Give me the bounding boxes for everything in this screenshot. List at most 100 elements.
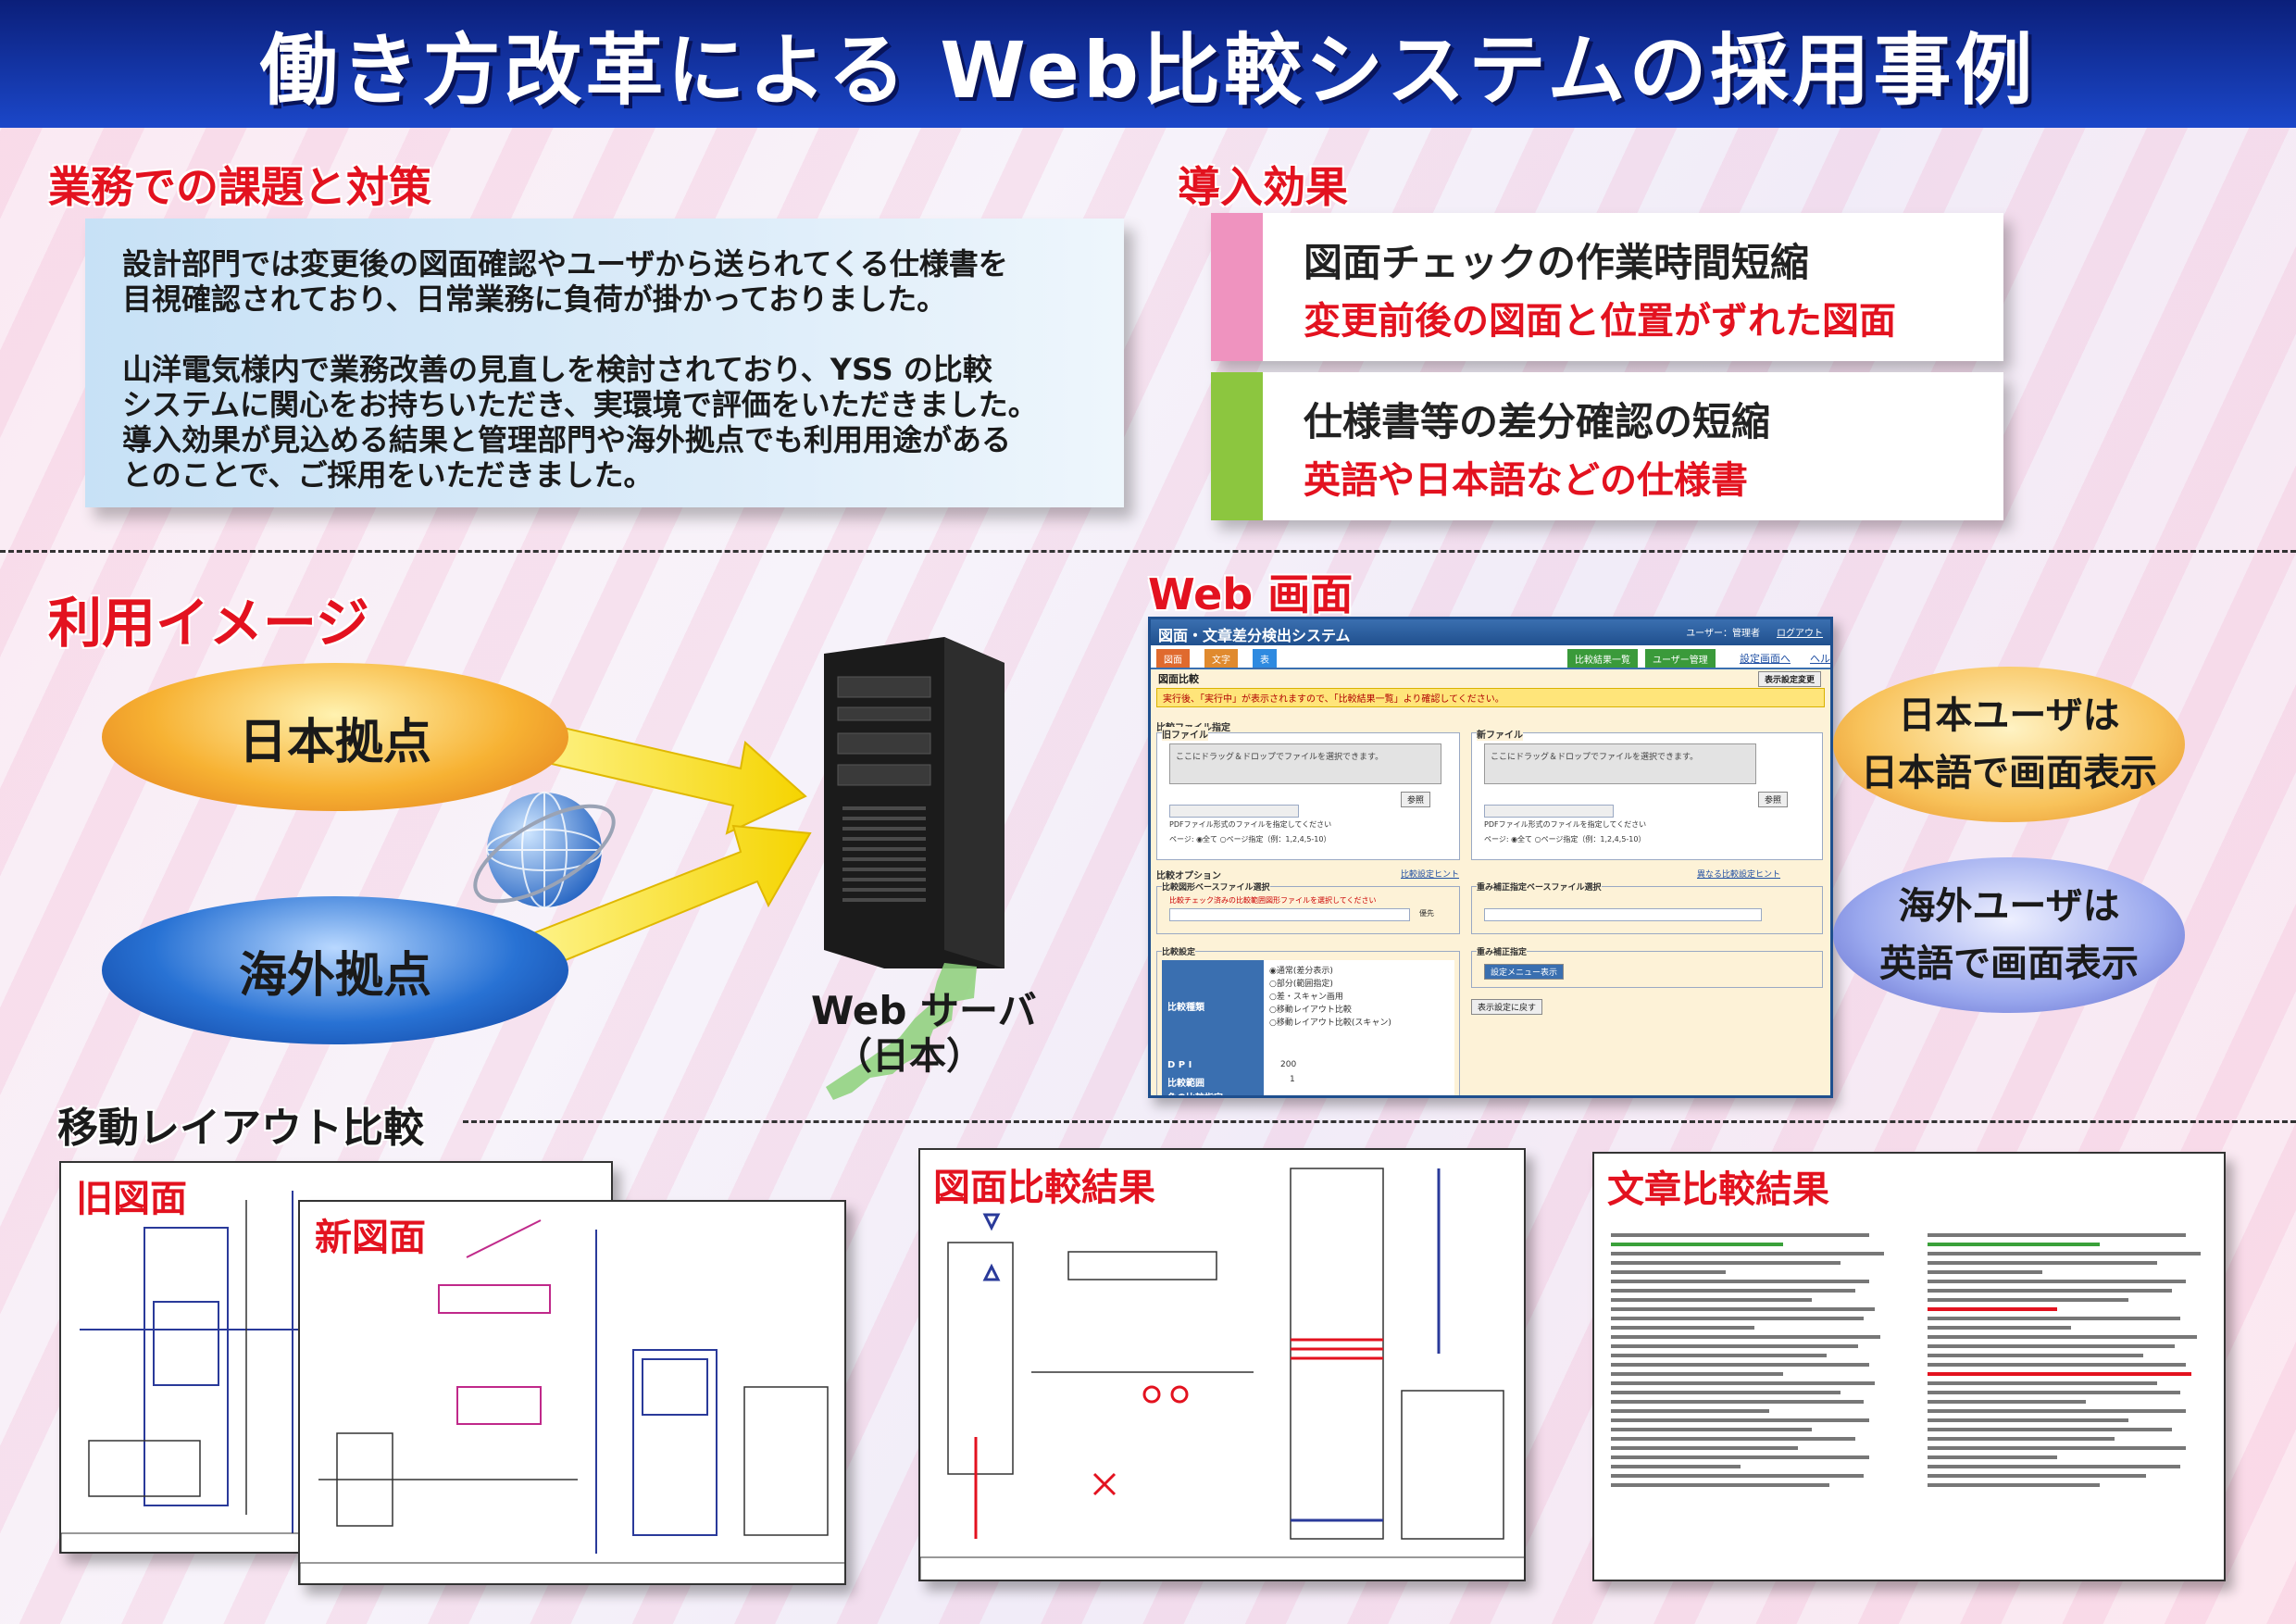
- priority-checkbox[interactable]: 優先: [1419, 909, 1434, 918]
- compare-option-label: 比較オプション: [1156, 871, 1221, 881]
- en-user-line: 英語で画面表示: [1879, 943, 2139, 985]
- web-warning: 実行後、「実行中」が表示されますので、「比較結果一覧」より確認してください。: [1156, 688, 1825, 707]
- dpi-value[interactable]: 200: [1280, 1060, 1297, 1069]
- old-file-page-option[interactable]: ページ: ◉全て ○ページ指定（例：1,2,4,5-10）: [1169, 835, 1331, 843]
- effect-title: 図面チェックの作業時間短縮: [1304, 240, 1810, 285]
- old-drawing-label: 旧図面: [76, 1178, 187, 1220]
- align-setting-panel: [1471, 951, 1823, 988]
- section-issues-heading: 業務での課題と対策: [48, 162, 431, 212]
- section-effects-heading: 導入効果: [1178, 162, 1348, 212]
- section-usage-heading: 利用イメージ: [48, 592, 369, 655]
- color-label: 色の比較指定: [1167, 1090, 1223, 1095]
- overseas-site-label: 海外拠点: [238, 947, 431, 1004]
- move-option-link[interactable]: 異なる比較設定ヒント: [1697, 870, 1781, 880]
- old-file-browse-button[interactable]: 参照: [1401, 792, 1431, 807]
- jp-user-line: 日本語で画面表示: [1861, 752, 2157, 794]
- tab-users[interactable]: ユーザー管理: [1645, 649, 1716, 668]
- kind-option[interactable]: ○移動レイアウト比較: [1269, 1006, 1352, 1015]
- tab-text[interactable]: 文字: [1204, 649, 1238, 668]
- new-file-dropzone[interactable]: ここにドラッグ＆ドロップでファイルを選択できます。: [1484, 743, 1756, 784]
- dpi-label: D P I: [1167, 1060, 1192, 1070]
- compare-option-link[interactable]: 比較設定ヒント: [1401, 870, 1460, 880]
- issue-line: 設計部門では変更後の図面確認やユーザから送られてくる仕様書を: [122, 246, 1008, 281]
- new-file-page-option[interactable]: ページ: ◉全て ○ページ指定（例：1,2,4,5-10）: [1484, 835, 1646, 843]
- section-moving-heading: 移動レイアウト比較: [57, 1105, 424, 1152]
- web-app-titlebar: 図面・文章差分検出システム ユーザー：管理者 ログアウト: [1151, 619, 1830, 645]
- old-file-path-field[interactable]: [1169, 805, 1299, 818]
- web-logout-link[interactable]: ログアウト: [1777, 629, 1823, 639]
- align-setting-label: 重み補正指定: [1477, 945, 1528, 957]
- help-link[interactable]: ヘル: [1810, 653, 1830, 665]
- issue-line: 山洋電気様内で業務改善の見直しを検討されており、YSS の比較: [122, 352, 992, 387]
- range-label: 比較範囲: [1167, 1079, 1204, 1089]
- tab-table[interactable]: 表: [1253, 649, 1277, 668]
- new-file-hint: PDFファイル形式のファイルを指定してください: [1484, 820, 1647, 829]
- server-sublabel: （日本）: [835, 1035, 983, 1078]
- jp-user-ellipse: 日本ユーザは 日本語で画面表示: [1833, 667, 2185, 822]
- tab-drawing[interactable]: 図面: [1156, 649, 1190, 668]
- new-file-path-field[interactable]: [1484, 805, 1614, 818]
- effect-card-spec: 仕様書等の差分確認の短縮 英語や日本語などの仕様書: [1211, 372, 2003, 520]
- align-file-select[interactable]: [1484, 908, 1762, 921]
- web-user-label: ユーザー：管理者: [1686, 629, 1760, 639]
- old-file-dropzone[interactable]: ここにドラッグ＆ドロップでファイルを選択できます。: [1169, 743, 1441, 784]
- align-file-panel: [1471, 886, 1823, 934]
- text-result-right-column: [1928, 1228, 2215, 1493]
- web-screen-mockup: 図面・文章差分検出システム ユーザー：管理者 ログアウト 図面 文字 表 比較結…: [1148, 617, 1833, 1098]
- kind-option[interactable]: ○部分(範囲指定): [1269, 980, 1333, 989]
- web-subheader: 図面比較 表示設定変更: [1151, 669, 1830, 688]
- divider-bottom: [463, 1120, 2296, 1123]
- drawing-result-label: 図面比較結果: [933, 1167, 1155, 1209]
- issue-line: 導入効果が見込める結果と管理部門や海外拠点でも利用用途がある: [122, 422, 1012, 457]
- server-icon: [824, 637, 1004, 968]
- new-drawing-label: 新図面: [315, 1217, 426, 1259]
- text-result-label: 文章比較結果: [1607, 1168, 1829, 1211]
- issue-line: 目視確認されており、日常業務に負荷が掛かっておりました。: [122, 281, 947, 317]
- align-menu-button[interactable]: 設定メニュー表示: [1484, 964, 1565, 980]
- kind-option[interactable]: ○差・スキャン画用: [1269, 993, 1343, 1002]
- old-file-label: 旧ファイル: [1162, 727, 1208, 741]
- base-file-hint: 比較チェック済みの比較範囲図形ファイルを選択してください: [1169, 896, 1377, 905]
- text-result-left-column: [1611, 1228, 1898, 1493]
- base-file-select[interactable]: [1169, 908, 1410, 921]
- compare-kind-label: 比較種類: [1167, 1003, 1204, 1013]
- align-file-label: 重み補正指定ベースファイル選択: [1477, 881, 1602, 893]
- compare-setting-header-col: [1162, 960, 1264, 1095]
- base-file-label: 比較図形ベースファイル選択: [1162, 881, 1270, 893]
- range-value[interactable]: 1: [1290, 1075, 1295, 1084]
- compare-setting-values: [1264, 960, 1454, 1095]
- new-file-browse-button[interactable]: 参照: [1758, 792, 1789, 807]
- en-user-line: 海外ユーザは: [1898, 885, 2120, 928]
- japan-map-icon: [826, 963, 977, 1100]
- old-file-hint: PDFファイル形式のファイルを指定してください: [1169, 820, 1332, 829]
- jp-user-line: 日本ユーザは: [1898, 694, 2120, 737]
- kind-option[interactable]: ○移動レイアウト比較(スキャン): [1269, 1018, 1391, 1028]
- drawing-result-lines: [920, 1168, 1524, 1580]
- tab-results[interactable]: 比較結果一覧: [1567, 649, 1638, 668]
- effect-subtitle: 変更前後の図面と位置がずれた図面: [1304, 300, 1896, 343]
- drawing-result: [918, 1148, 1526, 1581]
- issue-line: とのことで、ご採用をいただきました。: [122, 457, 654, 493]
- japan-site-label: 日本拠点: [238, 714, 431, 770]
- settings-link[interactable]: 設定画面へ: [1740, 653, 1791, 665]
- reset-display-button[interactable]: 表示設定に戻す: [1471, 999, 1543, 1015]
- divider-top: [0, 550, 2296, 553]
- base-file-panel: [1156, 886, 1460, 934]
- server-label: Web サーバ: [811, 988, 1037, 1033]
- display-settings-button[interactable]: 表示設定変更: [1757, 671, 1821, 687]
- web-app-title: 図面・文章差分検出システム: [1158, 627, 1351, 644]
- effect-subtitle: 英語や日本語などの仕様書: [1304, 459, 1748, 502]
- web-subtitle: 図面比較: [1158, 673, 1199, 685]
- section-web-heading: Web 画面: [1148, 569, 1354, 619]
- text-result: [1592, 1152, 2226, 1581]
- new-drawing-lines: [300, 1219, 844, 1583]
- page-title: 働き方改革による Web比較システムの採用事例: [259, 24, 2037, 116]
- web-tabs: 図面 文字 表 比較結果一覧 ユーザー管理 設定画面へ ヘル: [1151, 645, 1830, 669]
- title-bar: 働き方改革による Web比較システムの採用事例: [0, 0, 2296, 128]
- kind-option[interactable]: ◉通常(差分表示): [1269, 967, 1333, 976]
- issue-line: システムに関心をお持ちいただき、実環境で評価をいただきました。: [122, 387, 1038, 422]
- overseas-site-ellipse: 海外拠点: [102, 896, 568, 1044]
- issue-box: 設計部門では変更後の図面確認やユーザから送られてくる仕様書を 目視確認されており…: [85, 219, 1124, 507]
- compare-setting-panel: [1156, 951, 1460, 1095]
- globe-icon: [473, 792, 616, 908]
